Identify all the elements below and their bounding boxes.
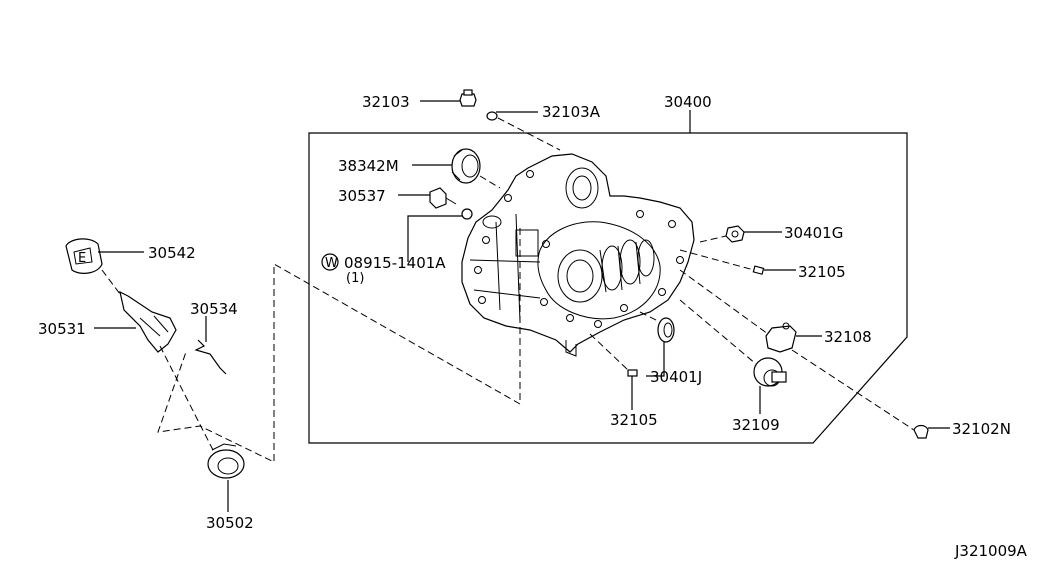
dash-32105-bottom	[589, 333, 629, 371]
label-32108: 32108	[824, 328, 872, 346]
label-30537: 30537	[338, 187, 386, 205]
label-08915-1401A: 08915-1401A	[344, 254, 446, 272]
pin-32105-right	[752, 265, 765, 275]
pin-32105-bottom	[627, 369, 638, 377]
dash-30401G	[699, 235, 727, 243]
label-30502: 30502	[206, 514, 254, 532]
oil-seal-38342M	[451, 148, 481, 184]
dash-32108	[679, 269, 769, 335]
leader-30401J	[646, 342, 665, 377]
dash-30401J	[639, 311, 661, 323]
dash-38342M-case	[479, 175, 501, 189]
spring-30534	[194, 339, 227, 375]
svg-text:E: E	[78, 251, 86, 266]
label-32103A: 32103A	[542, 103, 601, 121]
transmission-case	[461, 153, 695, 357]
washer-08915-1401A	[461, 208, 473, 220]
assembly-boundary	[308, 132, 908, 444]
leader-08915	[407, 215, 462, 262]
dash-32105-right	[679, 249, 755, 271]
label-32103: 32103	[362, 93, 410, 111]
plug-32103	[459, 89, 477, 107]
label-08915-qty: (1)	[346, 271, 364, 286]
label-30542: 30542	[148, 244, 196, 262]
label-32105-right: 32105	[798, 263, 846, 281]
dash-32102N	[791, 349, 915, 431]
label-30401J: 30401J	[650, 368, 702, 386]
pinion-32109	[753, 357, 787, 387]
washer-symbol-letter: W	[325, 256, 338, 271]
label-32109: 32109	[732, 416, 780, 434]
lever-30531	[119, 290, 177, 353]
label-32102N: 32102N	[952, 420, 1011, 438]
boot-30542: E	[65, 238, 103, 274]
part-32108	[765, 322, 797, 353]
nut-30401G	[725, 225, 745, 243]
label-30400: 30400	[664, 93, 712, 111]
seal-30401J	[657, 317, 675, 343]
label-30401G: 30401G	[784, 224, 843, 242]
diagram-code: J321009A	[954, 542, 1028, 560]
washer-32103A	[486, 111, 498, 121]
dash-boot-lever	[101, 269, 121, 295]
dash-case-to-lever	[157, 263, 521, 463]
dash-32109	[679, 299, 757, 365]
label-30534: 30534	[190, 300, 238, 318]
dash-32103A-case	[497, 117, 561, 151]
washer-symbol-circle	[321, 253, 339, 271]
bearing-30502	[207, 443, 245, 479]
label-38342M: 38342M	[338, 157, 399, 175]
clip-32102N	[913, 424, 929, 439]
dash-lever-bearing	[159, 345, 215, 453]
label-30531: 30531	[38, 320, 86, 338]
label-32105-bottom: 32105	[610, 411, 658, 429]
bolt-30537	[429, 187, 457, 209]
